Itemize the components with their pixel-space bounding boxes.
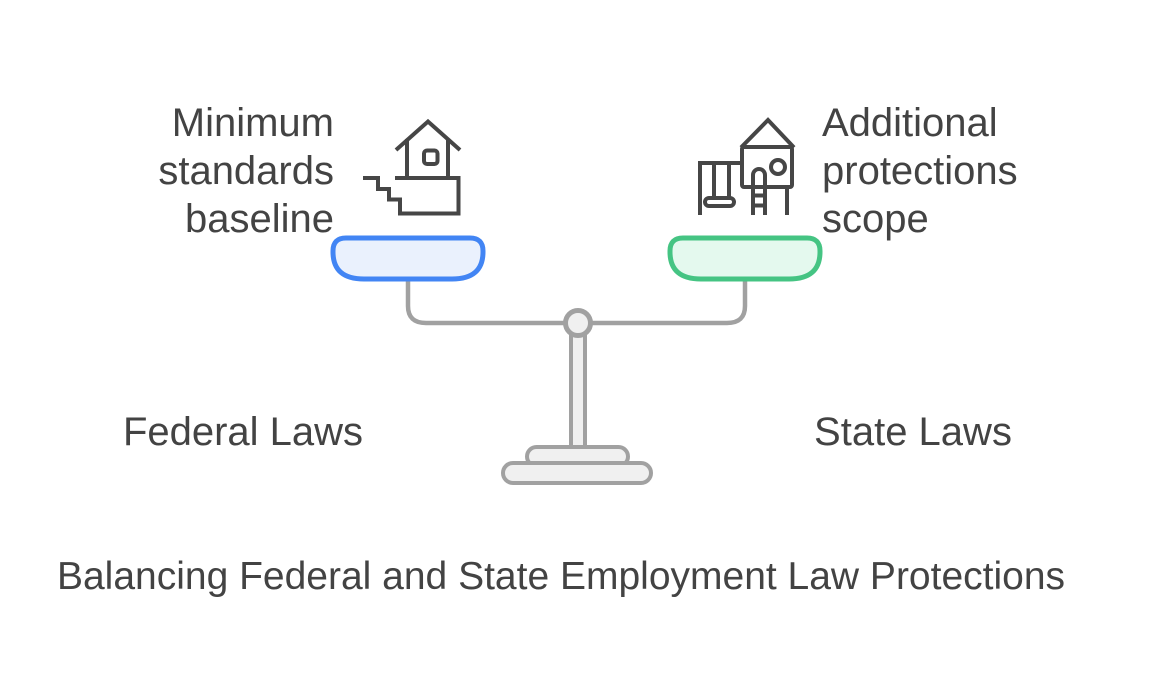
playhouse-window: [769, 158, 787, 176]
right-caption: Additional protections scope: [822, 101, 1018, 241]
right-label: State Laws: [814, 410, 1012, 454]
playhouse-roof: [739, 117, 796, 149]
house-walls: [405, 139, 450, 178]
scale-base-lower: [501, 461, 653, 485]
swing-ropes: [712, 163, 731, 198]
playground-icon-strokes: [698, 117, 796, 215]
scale-post: [569, 320, 587, 452]
left-caption: Minimum standards baseline: [158, 101, 334, 241]
diagram-title: Balancing Federal and State Employment L…: [56, 555, 1066, 598]
cliff-stairs: [363, 176, 461, 216]
right-pan: [667, 235, 823, 282]
house-on-cliff-icon: [363, 118, 462, 216]
house-icon-strokes: [363, 118, 462, 216]
ladder-rungs: [753, 193, 765, 208]
swing-seat: [703, 196, 736, 208]
left-pan: [330, 235, 486, 282]
left-label: Federal Laws: [122, 410, 364, 454]
scale-pivot: [563, 308, 593, 338]
playhouse-door-ladder: [751, 167, 767, 215]
playground-icon: [698, 117, 796, 215]
house-window: [422, 148, 440, 166]
